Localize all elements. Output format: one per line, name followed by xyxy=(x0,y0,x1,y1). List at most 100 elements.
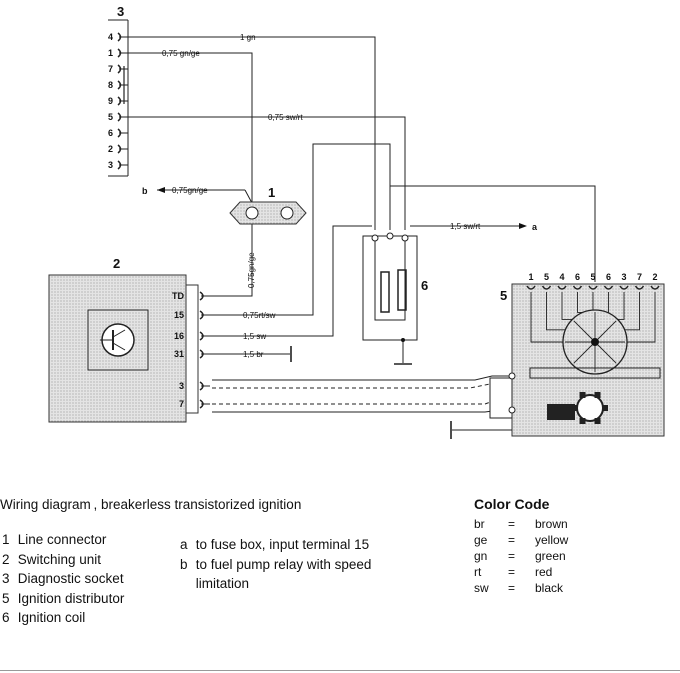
label-6: 6 xyxy=(421,278,428,293)
distributor-lead xyxy=(546,292,566,331)
color-row: sw=black xyxy=(474,581,564,595)
note-item: a to fuse box, input terminal 15 xyxy=(180,537,370,552)
coil-winding-1 xyxy=(380,271,390,313)
distributor-spoke xyxy=(594,320,617,343)
coil-body xyxy=(362,235,418,341)
line-connector: 1 xyxy=(229,185,307,225)
distributor-pin-contact xyxy=(619,285,629,290)
cable-7b xyxy=(212,409,512,413)
label-075rtsw: 0,75rt/sw xyxy=(243,311,276,320)
distributor-pin-contact xyxy=(634,285,645,290)
wire-b-bend xyxy=(244,189,253,204)
arrow-a-letter: a xyxy=(532,222,538,232)
coil-winding-2 xyxy=(397,269,407,311)
coil-term-3 xyxy=(401,234,409,242)
transistor-collector xyxy=(112,329,126,338)
distributor-lead xyxy=(530,292,563,343)
distributor-pin-label: 5 xyxy=(544,272,549,282)
label-075swrt: 0,75 sw/rt xyxy=(268,113,303,122)
bottom-rule xyxy=(0,670,680,671)
label-15swrt: 1,5 sw/rt xyxy=(450,222,481,231)
distributor-pin-contact xyxy=(557,285,567,290)
distributor-lead xyxy=(617,292,625,320)
notes-legend: a to fuse box, input terminal 15 b to fu… xyxy=(180,535,371,594)
dist-conn-term-2 xyxy=(508,406,516,414)
distributor-frame xyxy=(529,367,661,379)
coil-internal xyxy=(374,236,406,321)
component-legend: 1 Line connector 2 Switching unit 3 Diag… xyxy=(2,530,124,628)
unit-pin-label: 16 xyxy=(174,331,184,341)
note-item: limitation xyxy=(195,576,250,591)
coil-term-1 xyxy=(371,234,379,242)
cable-7a xyxy=(212,399,512,405)
trigger-tooth xyxy=(594,392,601,398)
distributor-connector xyxy=(489,377,513,419)
arrow-b-letter: b xyxy=(142,186,148,196)
label-1gn: 1 gn xyxy=(240,33,256,42)
unit-pin-label: 15 xyxy=(174,310,184,320)
transistor-emitter xyxy=(112,342,126,351)
wire-16 xyxy=(210,225,372,337)
legend-item: 2 Switching unit xyxy=(2,551,102,567)
socket-pin-label: 1 xyxy=(108,48,113,58)
distributor-spoke xyxy=(573,341,596,364)
coil-ground-node xyxy=(401,338,405,342)
trigger-wheel xyxy=(576,394,604,422)
dist-conn-term-1 xyxy=(508,372,516,380)
distributor-spoke xyxy=(573,320,596,343)
ignition-coil: 6 xyxy=(362,232,428,365)
distributor-pin-label: 6 xyxy=(575,272,580,282)
connector-pin-a xyxy=(245,206,259,220)
color-row: gn=green xyxy=(474,549,566,563)
diagram-title: Wiring diagram , breakerless transistori… xyxy=(0,497,302,512)
wire-15 xyxy=(210,143,391,316)
distributor-cap xyxy=(562,309,628,375)
label-15br: 1,5 br xyxy=(243,350,264,359)
distributor-pin-label: 6 xyxy=(606,272,611,282)
distributor-pin-label: 2 xyxy=(652,272,657,282)
connector-body xyxy=(229,201,307,225)
distributor-pin-label: 1 xyxy=(528,272,533,282)
socket-pin-label: 8 xyxy=(108,80,113,90)
distributor-pin-label: 5 xyxy=(590,272,595,282)
wire-1gn xyxy=(128,36,376,230)
distributor-pin-label: 3 xyxy=(621,272,626,282)
legend-item: 6 Ignition coil xyxy=(2,610,86,625)
wire-075gnge xyxy=(128,52,253,210)
label-15sw: 1,5 sw xyxy=(243,332,266,341)
unit-pin-label: TD xyxy=(172,291,184,301)
arrow-b-head xyxy=(157,187,165,193)
trigger-tooth xyxy=(594,418,601,424)
trigger-tooth xyxy=(579,392,586,398)
distributor-spoke xyxy=(594,341,617,364)
socket-pin-label: 6 xyxy=(108,128,113,138)
label-b-075gnge: 0,75gn/ge xyxy=(172,186,208,195)
label-075gnge: 0,75 gn/ge xyxy=(162,49,200,58)
trigger-tooth xyxy=(602,405,608,411)
unit-pin-label: 7 xyxy=(179,399,184,409)
socket-pin-label: 3 xyxy=(108,160,113,170)
label-2: 2 xyxy=(113,256,120,271)
distributor-lead xyxy=(624,292,640,331)
legend-item: 1 Line connector xyxy=(2,532,107,547)
distributor-rotor xyxy=(591,338,599,346)
distributor-pin-label: 4 xyxy=(559,272,564,282)
socket-pin-label: 5 xyxy=(108,112,113,122)
distributor-lead xyxy=(561,292,573,320)
connector-pin-b xyxy=(280,206,294,220)
color-row: br=brown xyxy=(474,517,568,531)
wire-075swrt xyxy=(128,116,406,230)
label-1: 1 xyxy=(268,185,275,200)
distributor-pin-contact xyxy=(526,285,536,290)
legend-item: 5 Ignition distributor xyxy=(2,590,125,606)
label-5: 5 xyxy=(500,288,507,303)
distributor-lead xyxy=(577,292,583,313)
unit-pin-label: 31 xyxy=(174,349,184,359)
distributor-pin-contact xyxy=(541,285,552,290)
